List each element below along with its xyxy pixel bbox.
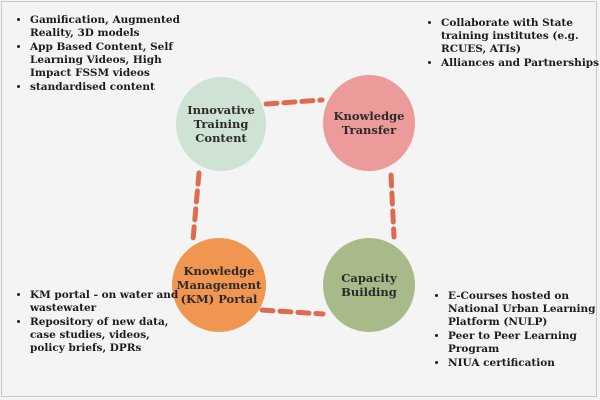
connector-ring: [190, 97, 397, 317]
node-circle-capacity-building: [323, 238, 415, 332]
node-circle-knowledge-transfer: [323, 75, 415, 171]
bullet-list-capacity-building: E-Courses hosted on National Urban Learn…: [430, 290, 600, 371]
bullet-item: App Based Content, Self Learning Videos,…: [30, 41, 195, 80]
bullet-list-knowledge-transfer: Collaborate with State training institut…: [423, 17, 600, 71]
bullet-item: KM portal - on water and wastewater: [30, 289, 185, 315]
node-label-km-portal: Knowledge Management (KM) Portal: [176, 264, 262, 306]
bullet-item: standardised content: [30, 81, 195, 94]
bullet-list-innovative: Gamification, Augmented Reality, 3D mode…: [12, 14, 195, 95]
bullet-item: E-Courses hosted on National Urban Learn…: [448, 290, 600, 329]
connector-top: [263, 97, 325, 107]
bullet-item: Collaborate with State training institut…: [441, 17, 600, 56]
bullet-item: NIUA certification: [448, 357, 600, 370]
node-circle-km-portal: [172, 238, 266, 332]
bullet-item: Gamification, Augmented Reality, 3D mode…: [30, 14, 195, 40]
node-label-innovative: Innovative Training Content: [187, 103, 255, 145]
node-label-capacity-building: Capacity Building: [341, 271, 397, 299]
node-label-knowledge-transfer: Knowledge Transfer: [333, 109, 405, 137]
bullet-item: Alliances and Partnerships: [441, 57, 600, 70]
node-circle-innovative: [176, 77, 266, 171]
connector-right: [388, 172, 397, 240]
bullet-item: Peer to Peer Learning Program: [448, 330, 600, 356]
connector-bottom: [259, 307, 326, 317]
bullet-list-km-portal: KM portal - on water and wastewater Repo…: [12, 289, 185, 356]
connector-left: [190, 170, 202, 243]
bullet-item: Repository of new data, case studies, vi…: [30, 316, 185, 355]
